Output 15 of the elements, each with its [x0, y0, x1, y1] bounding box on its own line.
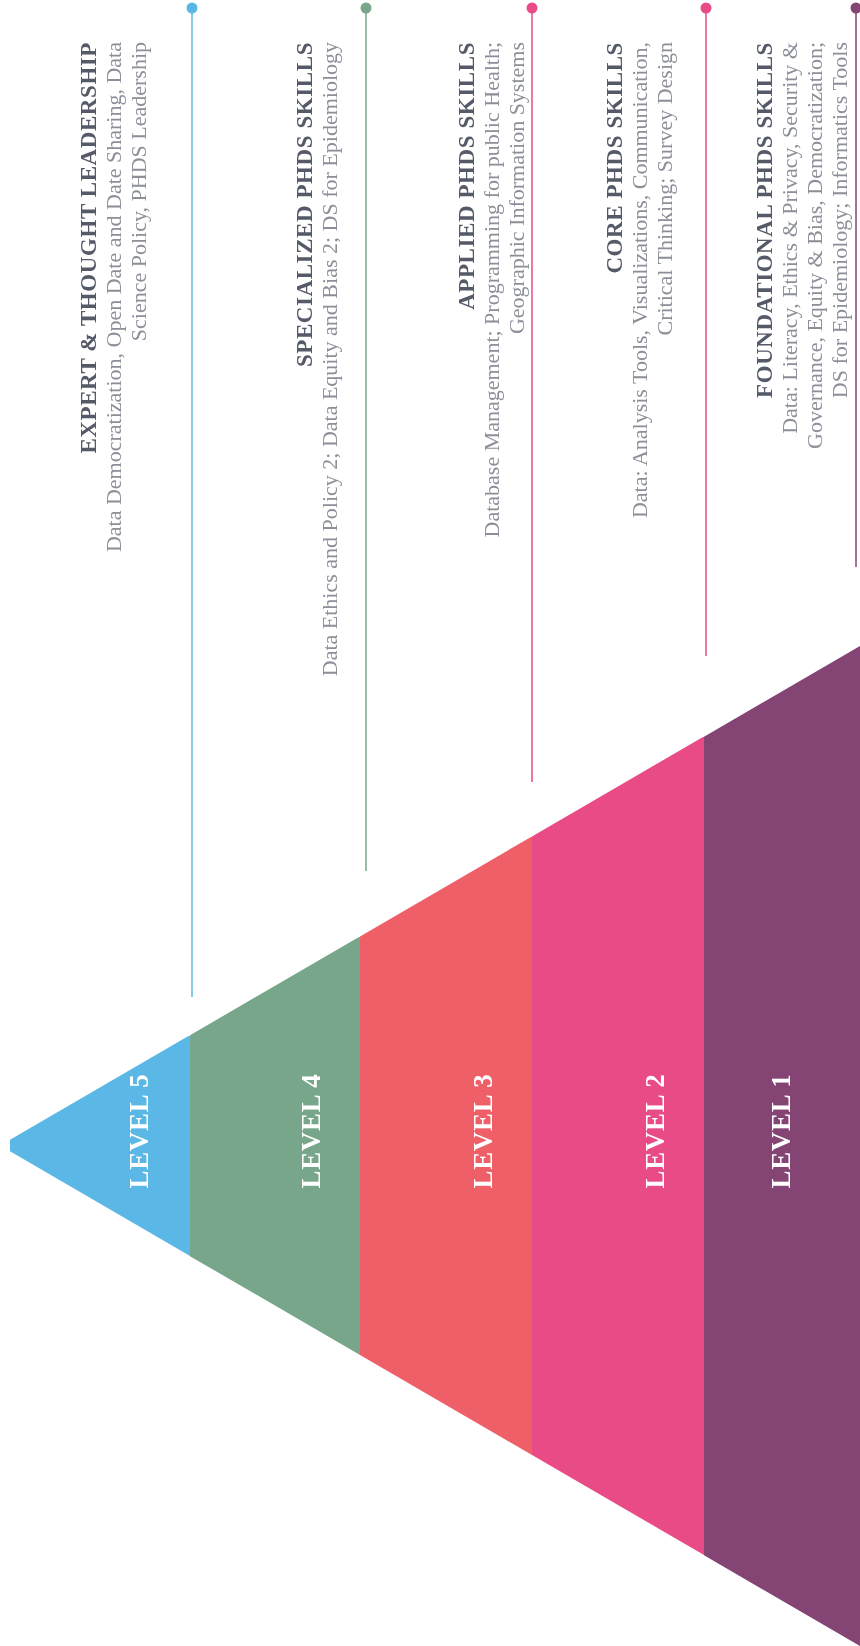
level-label: LEVEL 2 [642, 1073, 669, 1189]
skill-heading: APPLIED PHDS SKILLS [454, 42, 479, 312]
skill-description: Data: Analysis Tools, Visualizations, Communication, Critical Thinking; Survey Design [627, 42, 677, 521]
skill-heading: SPECIALIZED PHDS SKILLS [292, 42, 317, 370]
skill-description: Data Ethics and Policy 2; Data Equity and Bias 2; DS for Epidemiology [317, 42, 342, 679]
skill-description: Data Democratization, Open Date and Date Sharing, Data Science Policy, PHDS Leadership [101, 42, 151, 555]
level-label: LEVEL 5 [126, 1073, 153, 1189]
skill-heading: EXPERT & THOUGHT LEADERSHIP [76, 42, 101, 456]
skill-heading: CORE PHDS SKILLS [602, 42, 627, 276]
skill-description: Data: Literacy, Ethics & Privacy, Security & Governance, Equity & Bias, Democratization; DS for Epidemiology; Informatics Tools [777, 42, 852, 451]
level-label: LEVEL 1 [768, 1073, 795, 1189]
skill-description: Database Management; Programming for public Health; Geographic Information Systems [479, 42, 529, 540]
level-label: LEVEL 4 [298, 1073, 325, 1189]
level-label: LEVEL 3 [470, 1073, 497, 1189]
skill-heading: FOUNDATIONAL PHDS SKILLS [752, 42, 777, 400]
